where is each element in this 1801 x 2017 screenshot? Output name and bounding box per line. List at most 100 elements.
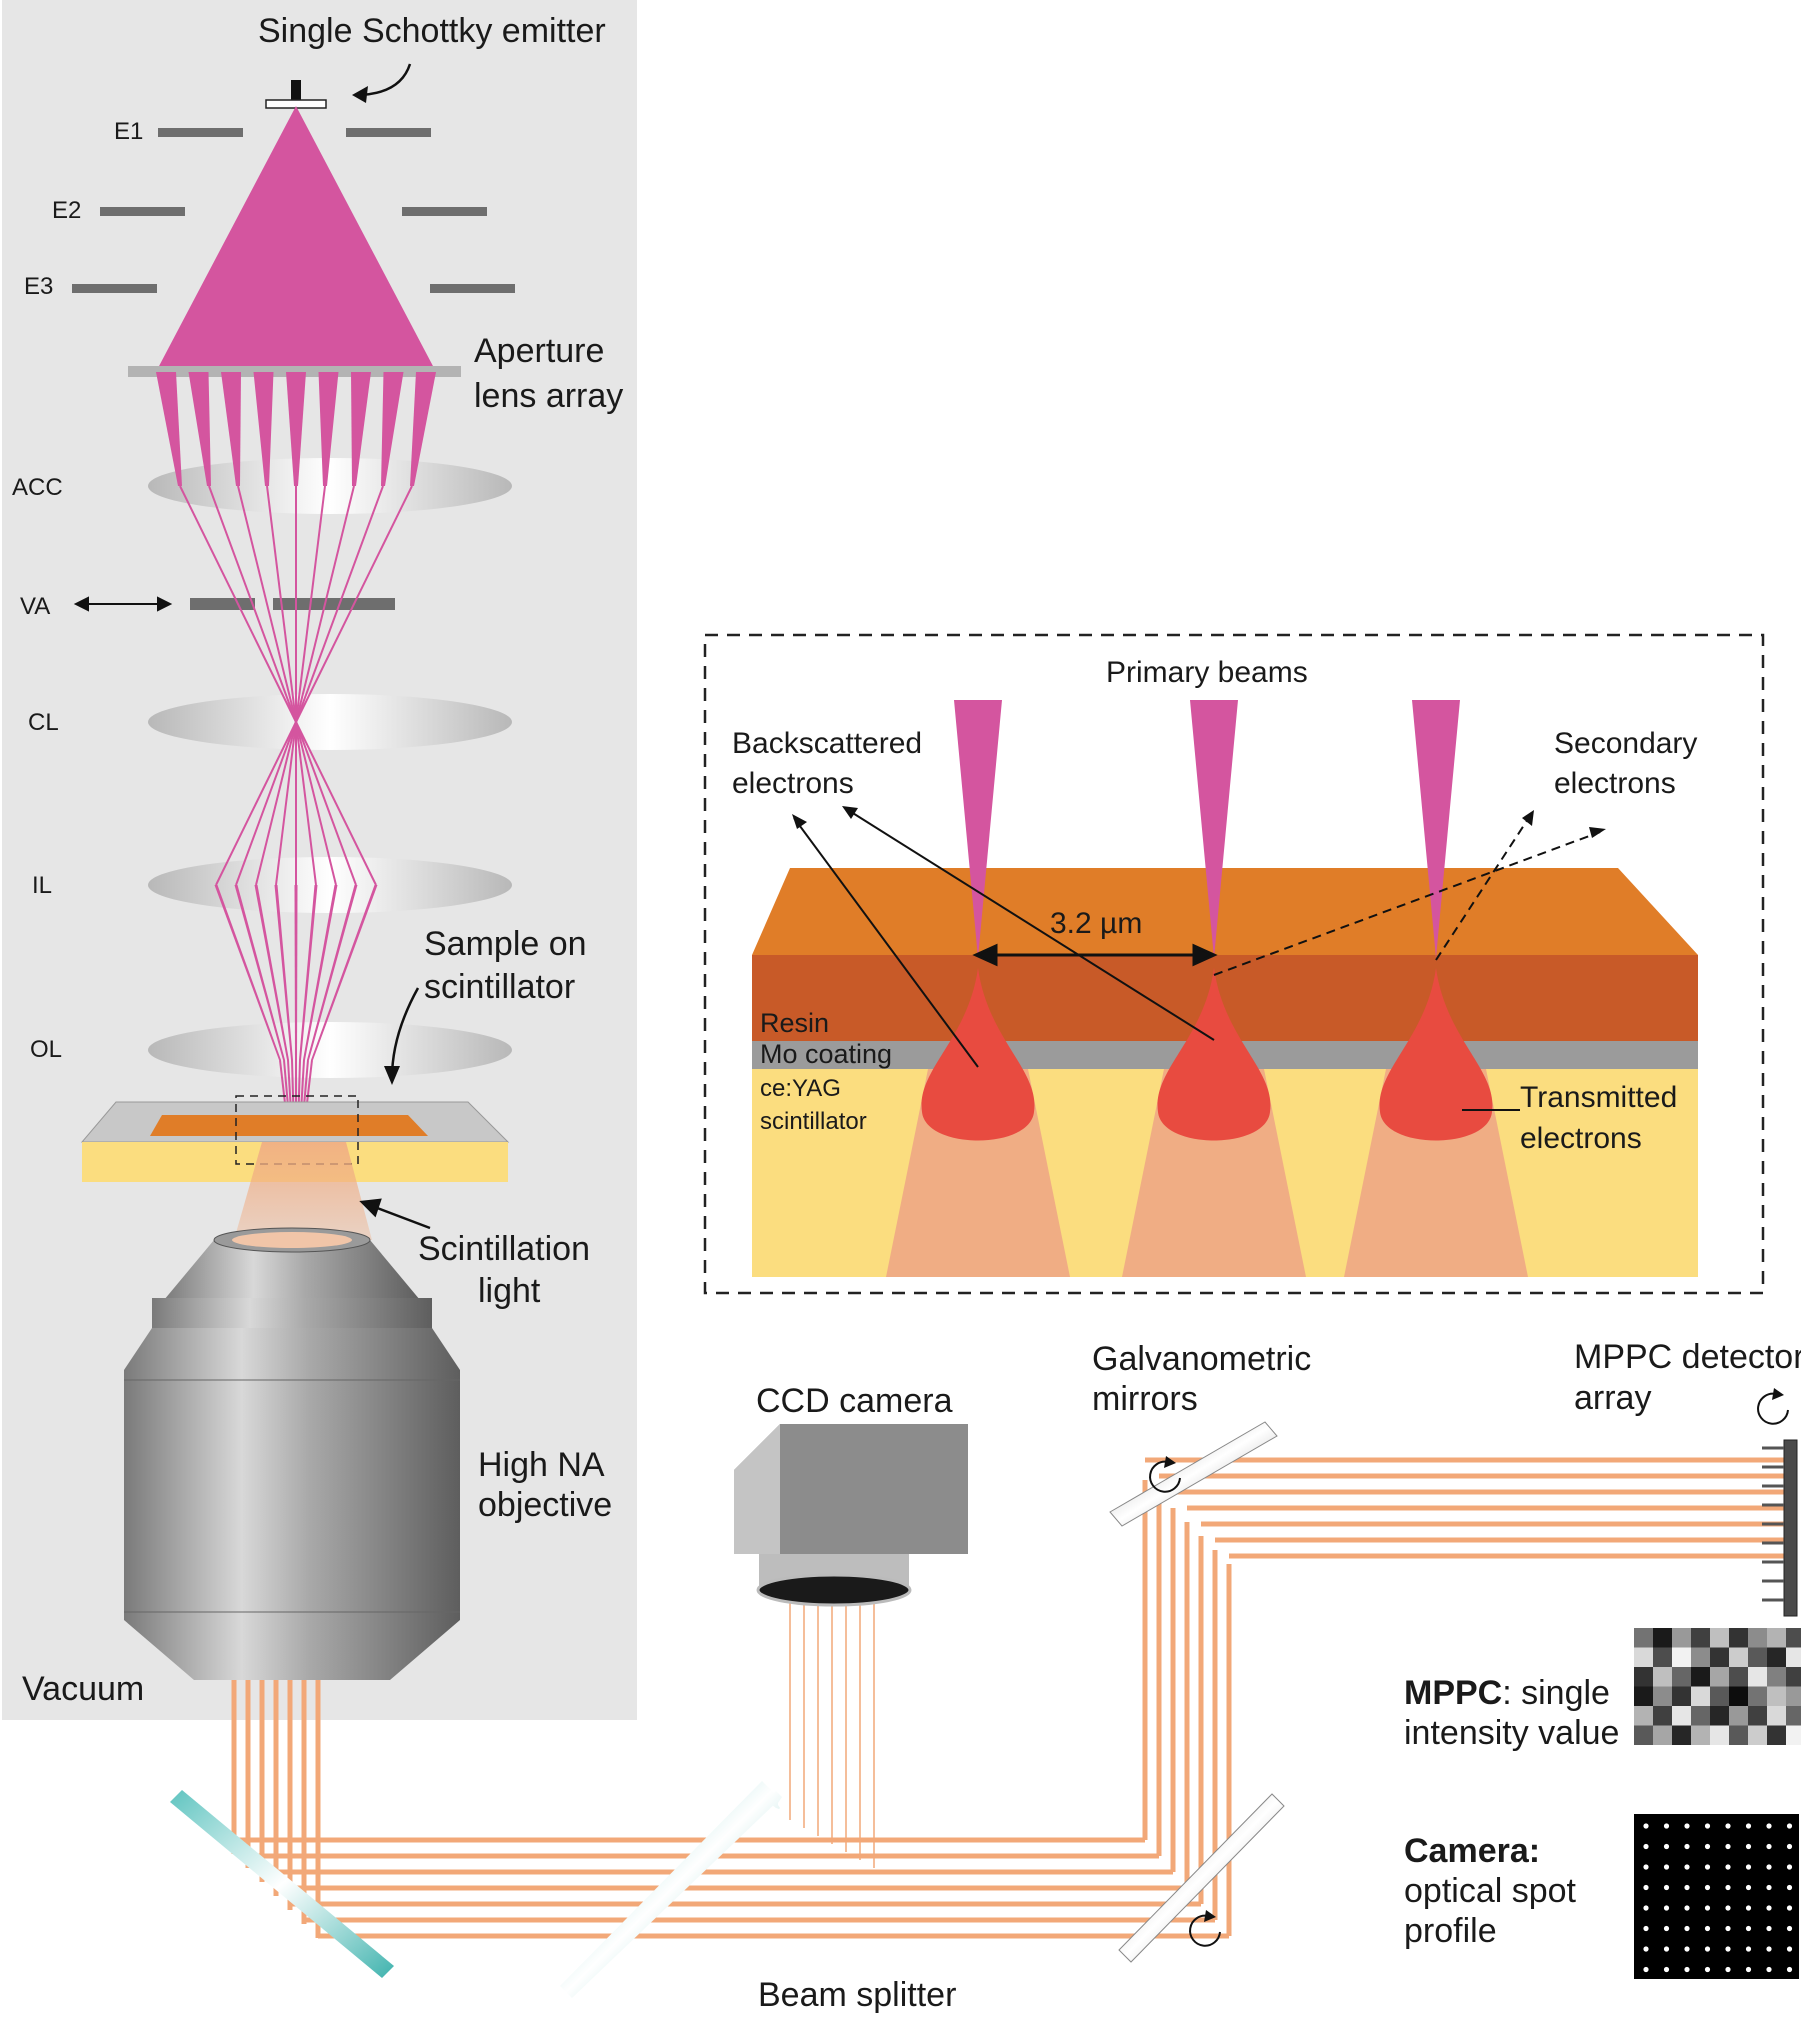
legend-mppc-line-2: intensity value <box>1404 1714 1619 1752</box>
camera-spot <box>1786 1946 1793 1952</box>
mppc-pixel <box>1710 1686 1729 1706</box>
mppc-pixel <box>1748 1628 1767 1648</box>
mppc-pixel <box>1672 1725 1691 1745</box>
label-sample-2: scintillator <box>424 968 575 1006</box>
mppc-pixel <box>1786 1667 1801 1687</box>
camera-spot <box>1725 1905 1731 1911</box>
mppc-pixel <box>1672 1628 1691 1648</box>
mppc-pixel <box>1653 1647 1672 1667</box>
label-aperture-2: lens array <box>474 377 623 415</box>
label-galvo-2: mirrors <box>1092 1380 1198 1418</box>
mppc-pixel <box>1634 1628 1653 1648</box>
camera-spot <box>1766 1843 1772 1850</box>
mppc-pixel <box>1710 1628 1729 1648</box>
label-objective-1: High NA <box>478 1446 605 1484</box>
mppc-pixel <box>1729 1686 1748 1706</box>
label-vacuum: Vacuum <box>22 1670 144 1708</box>
mppc-pixel <box>1653 1706 1672 1726</box>
label-scintillation-2: light <box>478 1272 541 1310</box>
camera-spot <box>1704 1966 1711 1973</box>
camera-spot <box>1663 1905 1670 1911</box>
legend-mppc-line-1: MPPC: single <box>1404 1674 1610 1712</box>
mppc-pixel <box>1691 1647 1710 1667</box>
camera-spot <box>1766 1864 1772 1870</box>
camera-spot <box>1684 1884 1690 1891</box>
camera-spot <box>1704 1905 1711 1911</box>
beamlet-to-crossover <box>208 485 297 723</box>
camera-spot <box>1643 1925 1649 1932</box>
camera-spot <box>1725 1925 1731 1932</box>
label-e3: E3 <box>24 273 53 300</box>
label-beam-splitter: Beam splitter <box>758 1976 956 2014</box>
beamlet-lower <box>311 885 378 1060</box>
label-objective-2: objective <box>478 1486 612 1524</box>
camera-spot <box>1684 1946 1690 1952</box>
mppc-pixel <box>1634 1706 1653 1726</box>
camera-spot <box>1704 1884 1711 1891</box>
camera-spot-grid <box>1643 1823 1793 1973</box>
label-emitter: Single Schottky emitter <box>258 12 606 50</box>
label-transmitted-1: Transmitted <box>1520 1081 1677 1114</box>
high-na-objective <box>124 1227 460 1680</box>
first-mirror <box>170 1790 394 1978</box>
beamlet-upper <box>410 372 436 486</box>
mppc-pixel <box>1729 1706 1748 1726</box>
beamlet-upper <box>221 372 241 486</box>
camera-spot <box>1745 1884 1752 1891</box>
mppc-pixel <box>1767 1628 1786 1648</box>
beamlet-lower <box>307 885 358 1060</box>
camera-spot <box>1684 1966 1690 1973</box>
mppc-pixel <box>1653 1667 1672 1687</box>
beamlet-to-crossover <box>237 485 297 723</box>
camera-spot <box>1643 1946 1649 1952</box>
mppc-pixel <box>1767 1706 1786 1726</box>
camera-spot <box>1786 1925 1793 1932</box>
rotate-icon-mppc <box>1757 1388 1789 1425</box>
mppc-pixel <box>1786 1725 1801 1745</box>
beamlet-to-crossover <box>295 485 413 723</box>
mppc-pixel <box>1634 1667 1653 1687</box>
inset-arrowheads <box>792 806 1606 838</box>
label-ol: OL <box>30 1036 62 1063</box>
camera-spot <box>1643 1884 1649 1891</box>
camera-spot <box>1786 1966 1793 1973</box>
beamlet-lower <box>214 885 281 1060</box>
camera-spot <box>1725 1884 1731 1891</box>
label-backscattered-2: electrons <box>732 767 854 800</box>
beamlet-to-il <box>275 721 297 886</box>
mppc-pixel <box>1672 1667 1691 1687</box>
camera-spot <box>1663 1946 1670 1952</box>
mppc-pixel <box>1672 1706 1691 1726</box>
label-secondary-1: Secondary <box>1554 727 1697 760</box>
mppc-pixel <box>1672 1647 1691 1667</box>
camera-spot <box>1663 1864 1670 1870</box>
beamlet-to-il <box>295 721 337 886</box>
mppc-pixel <box>1729 1628 1748 1648</box>
camera-spot <box>1786 1864 1793 1870</box>
mppc-pixel <box>1653 1686 1672 1706</box>
electrodes <box>72 128 515 293</box>
beamlet-to-il <box>255 721 297 886</box>
variable-aperture <box>190 598 395 610</box>
interaction-volume <box>921 968 1035 1141</box>
mppc-pixel <box>1786 1628 1801 1648</box>
beamlet-to-crossover <box>295 485 326 723</box>
label-secondary-2: electrons <box>1554 767 1676 800</box>
camera-spot <box>1643 1864 1649 1870</box>
legend-camera-line-1: Camera: <box>1404 1832 1540 1870</box>
mppc-pixel <box>1729 1647 1748 1667</box>
beamlet-lower <box>299 885 318 1060</box>
inset-marker-box <box>235 1095 359 1165</box>
emitter-arrowhead <box>352 86 368 103</box>
camera-spot <box>1663 1966 1670 1973</box>
camera-spot <box>1745 1823 1752 1829</box>
camera-spot <box>1786 1843 1793 1850</box>
label-backscattered-1: Backscattered <box>732 727 922 760</box>
beamlet-upper <box>318 372 339 486</box>
camera-spot <box>1643 1843 1649 1850</box>
mppc-pixel <box>1729 1667 1748 1687</box>
beamlet-upper <box>286 372 306 486</box>
camera-spot <box>1766 1823 1772 1829</box>
camera-spot <box>1725 1864 1731 1870</box>
